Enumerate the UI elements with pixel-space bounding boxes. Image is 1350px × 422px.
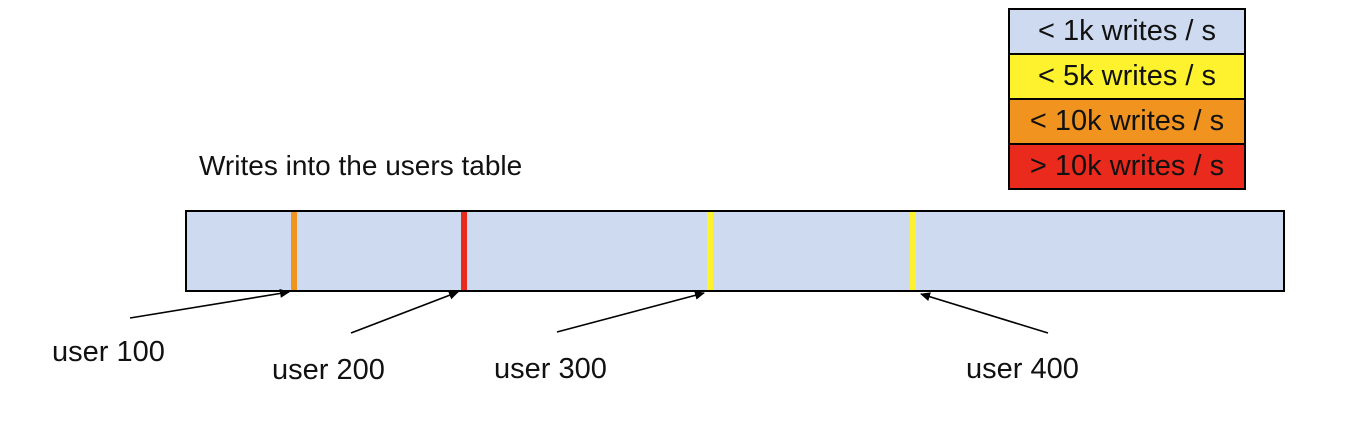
- hotspot-mark-user-200: [461, 212, 468, 290]
- callout-label-user-200: user 200: [272, 354, 385, 386]
- callout-label-user-100: user 100: [52, 336, 165, 368]
- legend-item-lt-1k: < 1k writes / s: [1008, 8, 1246, 55]
- legend-item-lt-10k: < 10k writes / s: [1008, 98, 1246, 145]
- legend: < 1k writes / s < 5k writes / s < 10k wr…: [1008, 8, 1246, 190]
- legend-item-gt-10k: > 10k writes / s: [1008, 143, 1246, 190]
- hotspot-mark-user-300: [706, 212, 713, 290]
- callout-arrow-user-100: [129, 289, 290, 319]
- callout-arrow-user-300: [556, 290, 705, 333]
- hotspot-mark-user-400: [909, 212, 916, 290]
- callout-arrow-user-400: [920, 292, 1049, 334]
- callout-label-user-400: user 400: [966, 353, 1079, 385]
- callout-arrow-user-200: [350, 291, 459, 334]
- legend-item-lt-5k: < 5k writes / s: [1008, 53, 1246, 100]
- users-table-bar: [185, 210, 1285, 292]
- callout-label-user-300: user 300: [494, 353, 607, 385]
- hotspot-mark-user-100: [291, 212, 298, 290]
- diagram-title: Writes into the users table: [199, 150, 523, 181]
